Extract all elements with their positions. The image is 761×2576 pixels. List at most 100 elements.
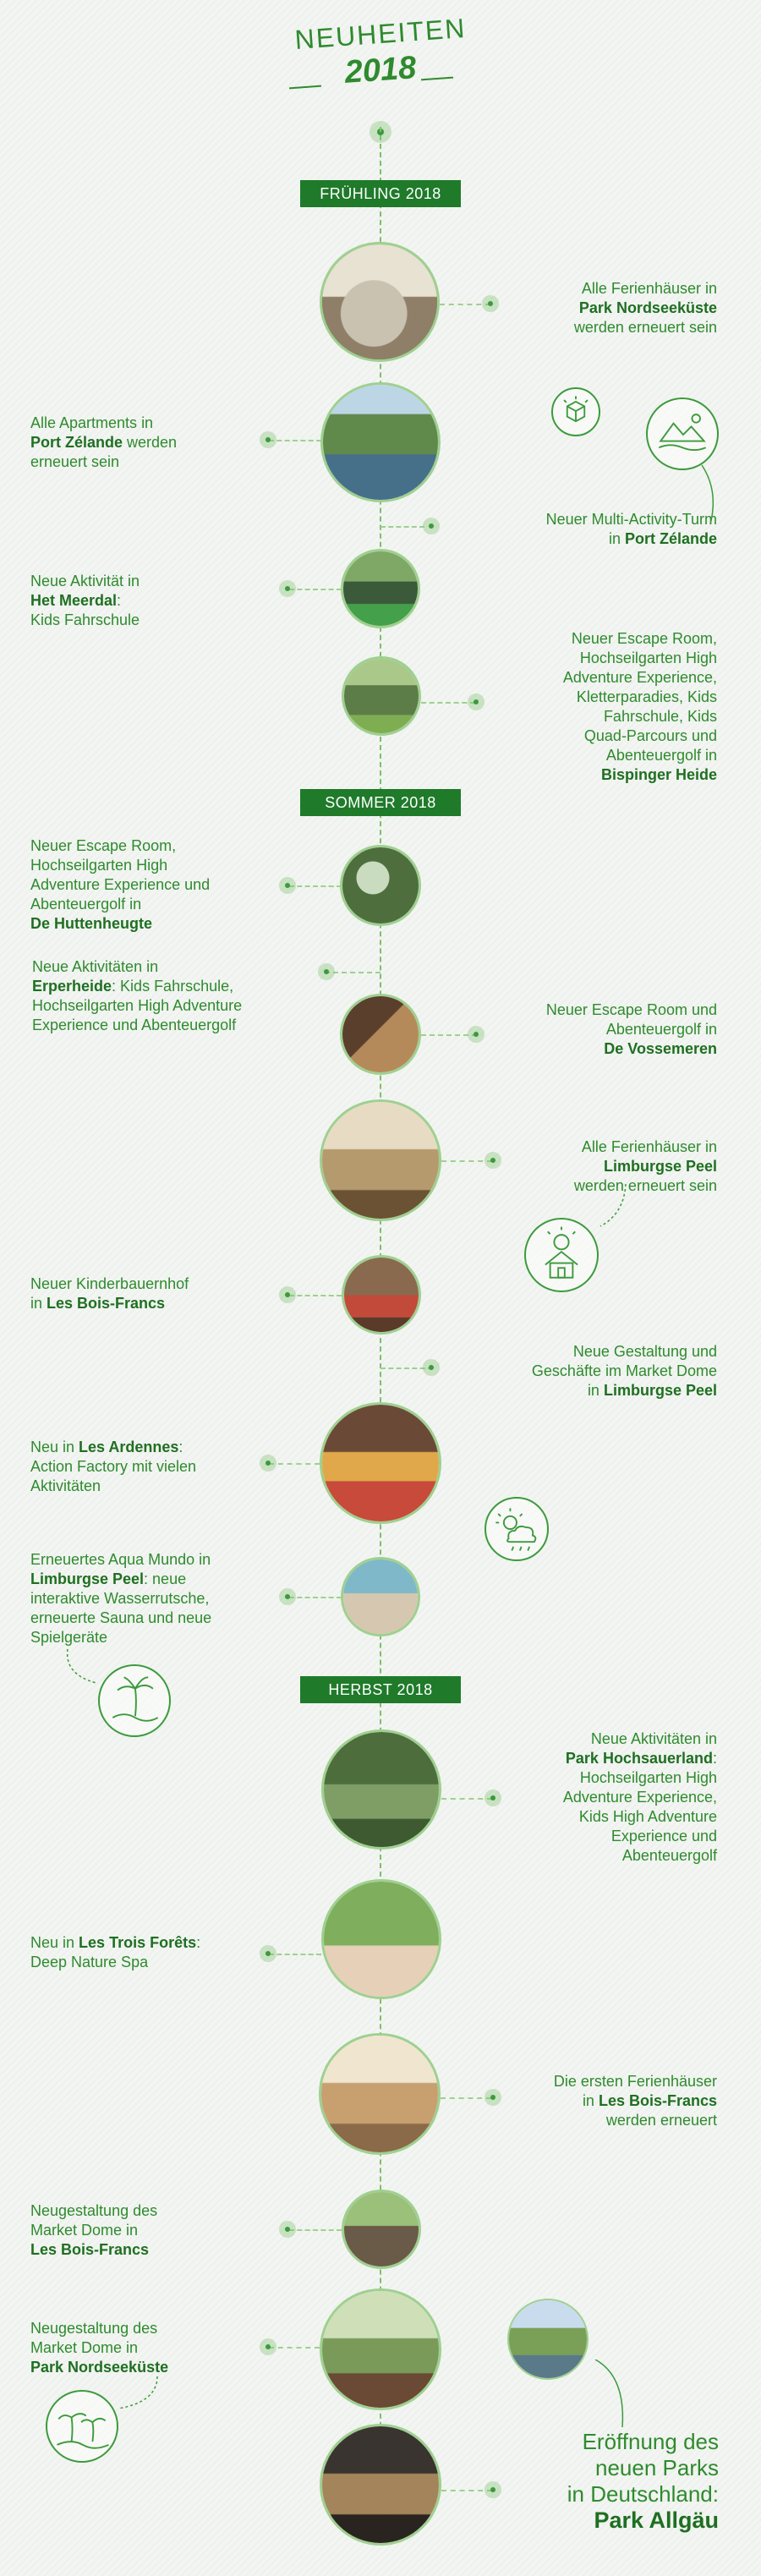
photo-action-factory bbox=[320, 1402, 441, 1524]
item-line: Abenteuergolf in bbox=[497, 746, 717, 765]
item-line: Die ersten Ferienhäuser bbox=[497, 2072, 717, 2091]
item-line: Market Dome in bbox=[30, 2338, 250, 2358]
item-segment: : bbox=[117, 592, 122, 609]
connector bbox=[269, 1954, 321, 1955]
connector-dot bbox=[485, 1152, 501, 1169]
photo-high-ropes bbox=[340, 845, 421, 926]
item-line: Neuer Multi-Activity-Turm bbox=[472, 510, 717, 529]
season-label-autumn: HERBST 2018 bbox=[300, 1676, 461, 1703]
item-line: Park Nordseeküste bbox=[30, 2358, 250, 2377]
connector-dot bbox=[485, 1789, 501, 1806]
item-segment: Deep Nature Spa bbox=[30, 1954, 149, 1970]
item-highlight: Les Trois Forêts bbox=[79, 1934, 197, 1951]
item-segment: Kletterparadies, Kids bbox=[576, 688, 717, 705]
item-segment: : bbox=[178, 1439, 183, 1455]
item-segment: Abenteuergolf in bbox=[605, 747, 717, 764]
item-line: Spielgeräte bbox=[30, 1628, 267, 1647]
connector bbox=[421, 1034, 477, 1036]
item-segment: werden bbox=[123, 434, 178, 451]
item-highlight: Park Hochsauerland bbox=[565, 1750, 713, 1767]
photo-kids-driving-school bbox=[341, 549, 420, 628]
item-highlight: Bispinger Heide bbox=[600, 766, 717, 783]
item-segment: Neue Aktivitäten in bbox=[590, 1730, 717, 1747]
item-segment: Kids Fahrschule bbox=[30, 611, 140, 628]
item-segment: in bbox=[30, 1295, 47, 1312]
item-line: Neuer Escape Room, bbox=[497, 629, 717, 649]
photo-forest-ropes-park bbox=[321, 1729, 441, 1850]
decor-curve bbox=[66, 1649, 97, 1684]
item-line: Experience und Abenteuergolf bbox=[32, 1016, 303, 1035]
photo-aqua-mundo bbox=[341, 1557, 420, 1636]
item-segment: Experience und bbox=[610, 1828, 717, 1844]
item-line: erneuerte Sauna und neue bbox=[30, 1609, 267, 1628]
connector-dot bbox=[279, 1588, 296, 1605]
photo-holiday-home-interior bbox=[320, 242, 440, 362]
decor-curve bbox=[599, 1184, 627, 1227]
item-line: Neue Aktivität in bbox=[30, 572, 250, 591]
decor-curve bbox=[594, 2360, 624, 2428]
connector bbox=[380, 526, 424, 528]
item-line: Action Factory mit vielen bbox=[30, 1457, 250, 1477]
item-highlight: Les Bois-Francs bbox=[47, 1295, 166, 1312]
item-line: De Huttenheugte bbox=[30, 914, 284, 934]
item-line: Erneuertes Aqua Mundo in bbox=[30, 1550, 267, 1570]
photo-petting-farm bbox=[342, 1255, 421, 1335]
item-line: Port Zélande werden bbox=[30, 433, 250, 452]
connector bbox=[441, 1160, 492, 1162]
item-line: werden erneuert sein bbox=[497, 1176, 717, 1196]
item-segment: Neugestaltung des bbox=[30, 2320, 158, 2337]
item-segment: Market Dome in bbox=[30, 2339, 139, 2356]
photo-market-dome-nordseekueste bbox=[320, 2288, 441, 2410]
item-highlight: Limburgse Peel bbox=[603, 1382, 717, 1399]
item-segment: : Kids Fahrschule, bbox=[112, 978, 234, 995]
item-segment: Adventure Experience, bbox=[562, 669, 717, 686]
item-highlight: Het Meerdal bbox=[30, 592, 118, 609]
item-segment: in bbox=[587, 1382, 604, 1399]
item-segment: Erneuertes Aqua Mundo in bbox=[30, 1551, 211, 1568]
item-line: Kletterparadies, Kids bbox=[497, 688, 717, 707]
item-line: Abenteuergolf bbox=[497, 1846, 717, 1866]
item-segment: Alle Ferienhäuser in bbox=[581, 280, 717, 297]
item-line: Hochseilgarten High bbox=[497, 1768, 717, 1788]
item-segment: Neuer Escape Room und bbox=[545, 1001, 717, 1018]
item-segment: werden erneuert bbox=[605, 2112, 717, 2129]
connector-dot bbox=[279, 580, 296, 597]
connector-dot bbox=[279, 2221, 296, 2238]
item-segment: : bbox=[196, 1934, 201, 1951]
item-line: erneuert sein bbox=[30, 452, 250, 472]
decor-curve bbox=[701, 464, 714, 525]
connector bbox=[289, 2229, 342, 2231]
connector bbox=[289, 885, 342, 887]
item-line: Geschäfte im Market Dome bbox=[472, 1362, 717, 1381]
item-line: Neue Aktivitäten in bbox=[497, 1729, 717, 1749]
connector-dot bbox=[279, 877, 296, 894]
item-line: Erperheide: Kids Fahrschule, bbox=[32, 977, 303, 996]
item-line: Neue Aktivitäten in bbox=[32, 957, 303, 977]
item-segment: Hochseilgarten High bbox=[579, 1769, 717, 1786]
connector bbox=[421, 702, 475, 704]
photo-escape-room bbox=[340, 994, 421, 1075]
item-segment: Hochseilgarten High bbox=[579, 649, 717, 666]
connector bbox=[269, 2347, 320, 2349]
photo-limburgse-peel-house bbox=[320, 1099, 441, 1221]
item-line: werden erneuert bbox=[497, 2111, 717, 2130]
item-line: Abenteuergolf in bbox=[497, 1020, 717, 1039]
season-label-summer: SOMMER 2018 bbox=[300, 789, 461, 816]
item-line: Alle Apartments in bbox=[30, 414, 250, 433]
item-segment: Neu in bbox=[30, 1439, 79, 1455]
item-text-les-trois-forets: Neu in Les Trois Forêts:Deep Nature Spa bbox=[30, 1933, 259, 1972]
item-segment: Geschäfte im Market Dome bbox=[531, 1362, 717, 1379]
item-line: in Les Bois-Francs bbox=[497, 2091, 717, 2111]
item-segment: Kids High Adventure bbox=[578, 1808, 717, 1825]
item-highlight: De Vossemeren bbox=[604, 1040, 717, 1057]
item-highlight: Les Bois-Francs bbox=[598, 2092, 717, 2109]
item-segment: Spielgeräte bbox=[30, 1629, 108, 1646]
connector-dot bbox=[279, 1286, 296, 1303]
item-line: in Port Zélande bbox=[472, 529, 717, 549]
